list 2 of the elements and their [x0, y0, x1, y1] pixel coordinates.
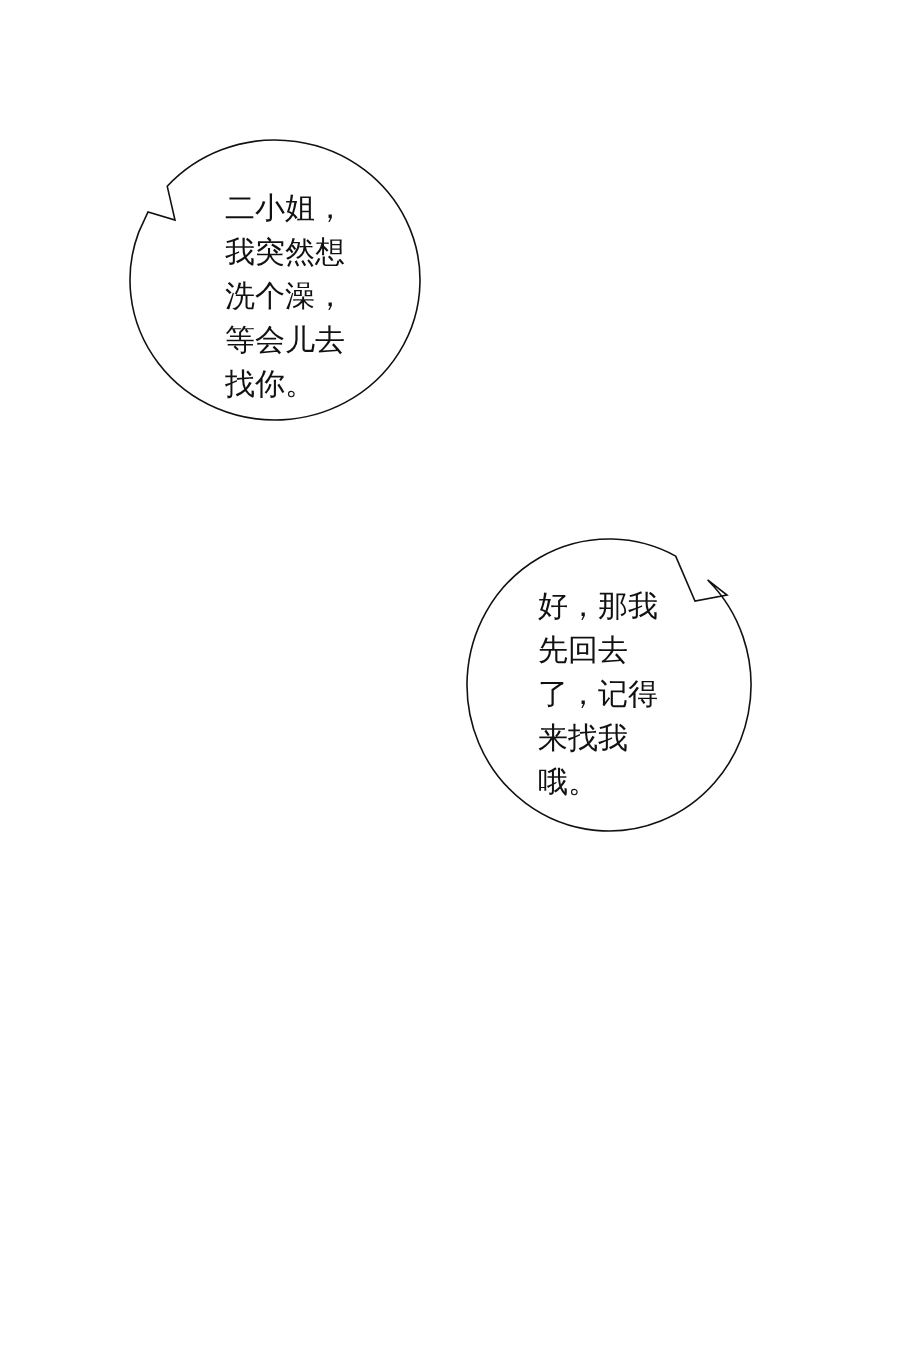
- speech-text: 二小姐，我突然想洗个澡，等会儿去找你。: [225, 189, 345, 403]
- speech-text: 好，那我先回去了，记得来找我哦。: [538, 587, 658, 801]
